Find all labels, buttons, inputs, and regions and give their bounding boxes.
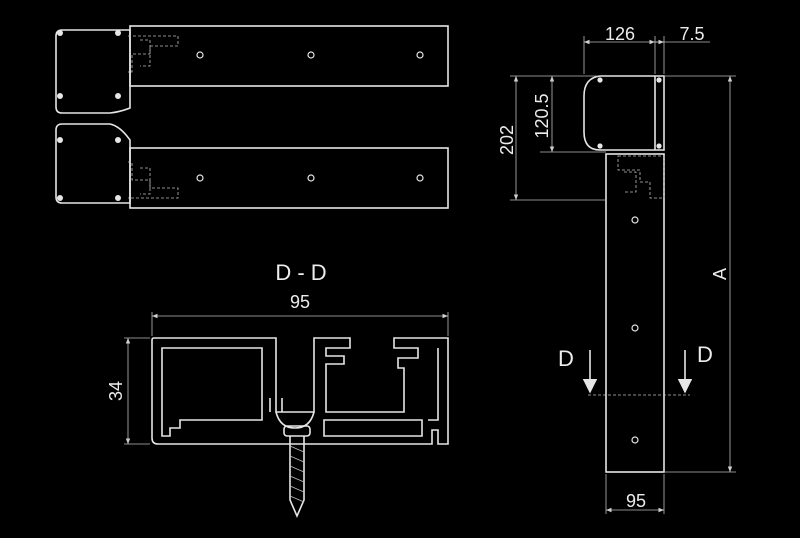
- screw-hole: [416, 51, 424, 59]
- screw-hole: [307, 51, 315, 59]
- section-width-label: 95: [290, 292, 310, 312]
- rail-arm-top: [129, 25, 449, 87]
- dim-top-width: 126: [605, 24, 635, 44]
- screw: [283, 425, 311, 518]
- side-view: [510, 36, 736, 514]
- section-title: D - D: [275, 260, 326, 285]
- bracket-head-bottom: [55, 123, 131, 204]
- side-rail: [605, 153, 665, 473]
- profile-slot: [323, 419, 423, 437]
- plan-view-bottom: [55, 123, 449, 209]
- profile-cavity: [161, 347, 263, 437]
- dim-offset: 7.5: [679, 24, 704, 44]
- dim-total-height: 202: [497, 125, 517, 155]
- plan-view-top: [55, 25, 449, 114]
- screw-hole: [416, 174, 424, 182]
- profile-outline: [151, 337, 449, 445]
- screw-hole: [631, 216, 639, 224]
- bracket-head-top: [55, 29, 131, 114]
- section-view: [124, 312, 449, 518]
- dim-bottom-width: 95: [626, 491, 646, 511]
- dim-length: A: [710, 268, 730, 280]
- side-head: [583, 75, 665, 151]
- screw-hole: [631, 436, 639, 444]
- dim-inner-height: 120.5: [532, 93, 552, 138]
- screw-hole: [196, 174, 204, 182]
- screw-hole: [307, 174, 315, 182]
- section-height-label: 34: [106, 381, 126, 401]
- screw-hole: [196, 51, 204, 59]
- cut-label-right: D: [697, 342, 713, 367]
- cut-label-left: D: [558, 346, 574, 371]
- screw-hole: [631, 324, 639, 332]
- rail-arm-bottom: [129, 147, 449, 209]
